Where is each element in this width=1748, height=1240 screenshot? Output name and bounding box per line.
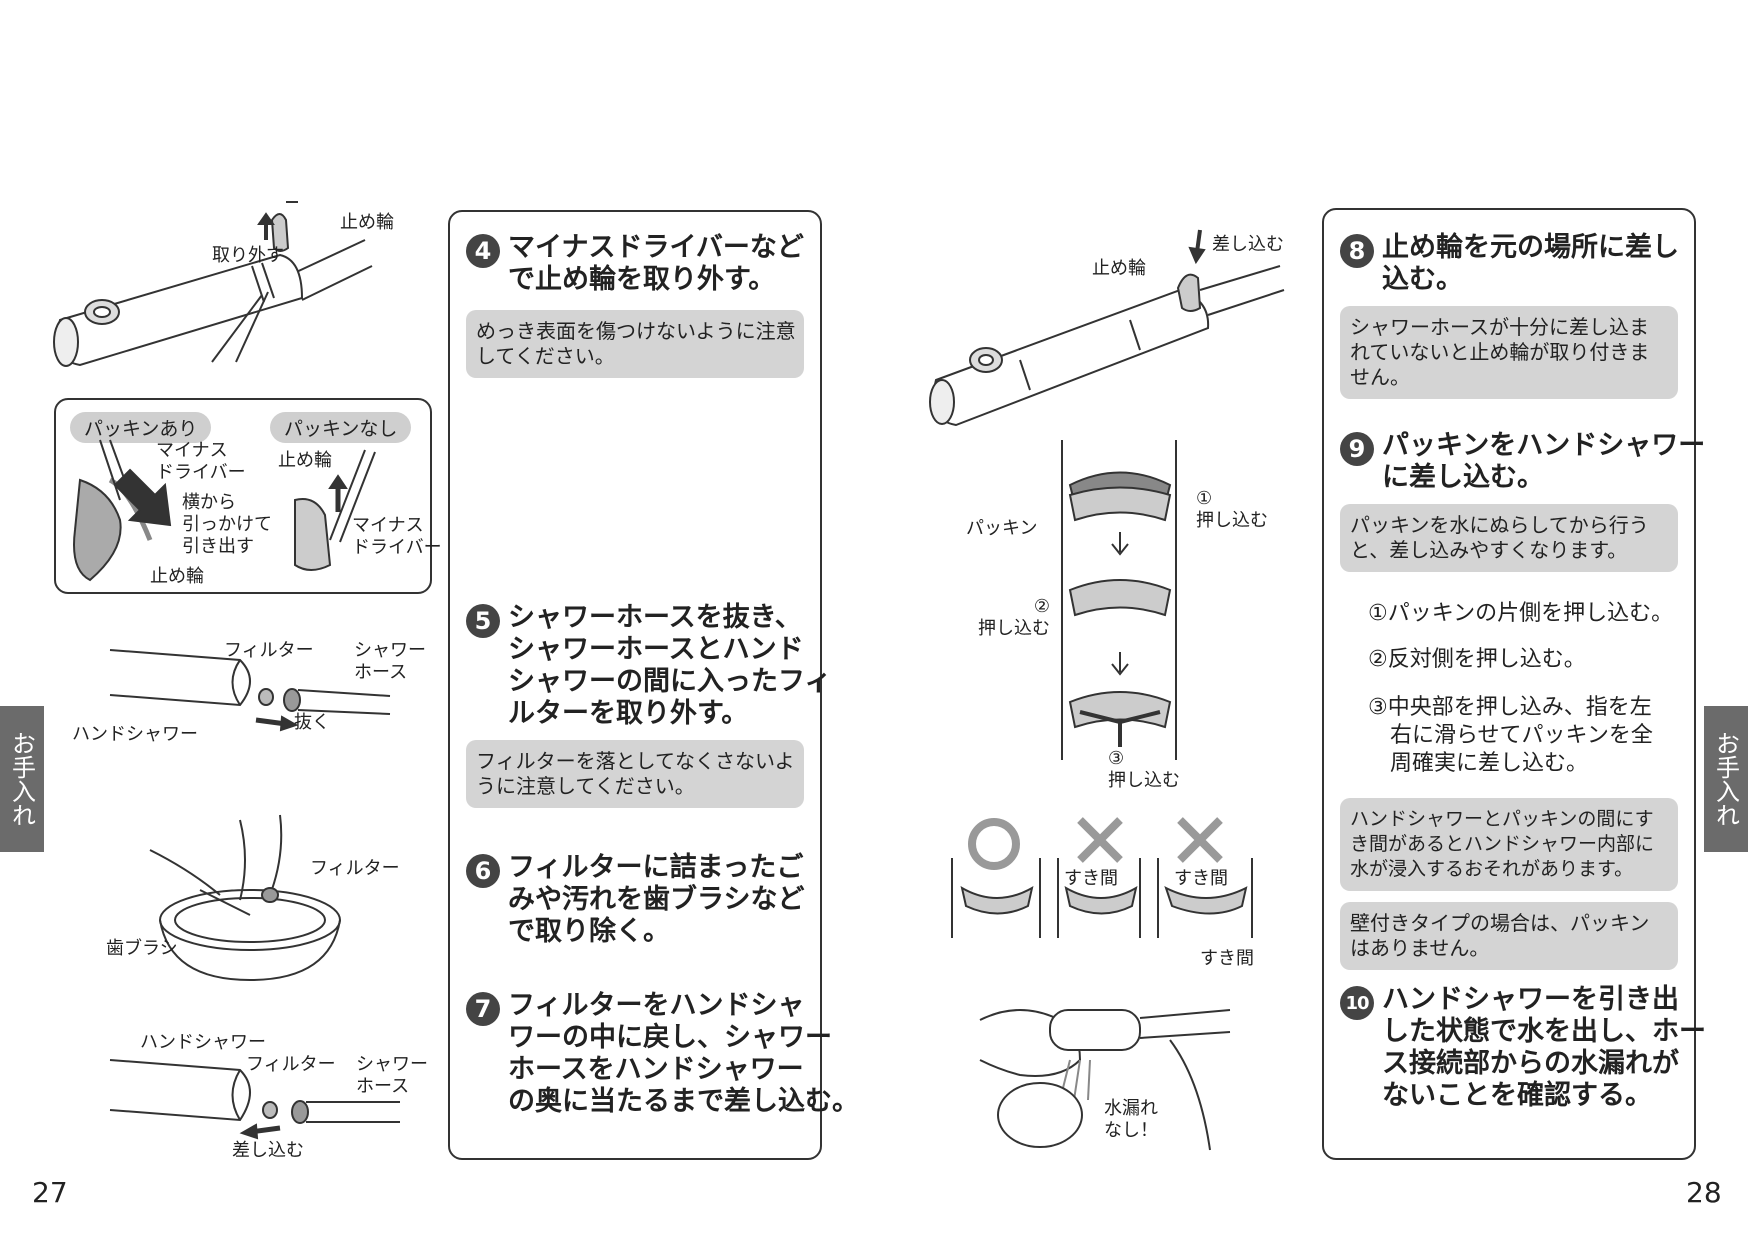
label-torihazusu: 取り外す	[212, 245, 284, 266]
step-6: 6 フィルターに詰まったご みや汚れを歯ブラシなど で取り除く。	[466, 852, 812, 948]
step-10: 10 ハンドシャワーを引き出 した状態で水を出し、ホー ス接続部からの水漏れが …	[1340, 984, 1706, 1112]
label-packing: パッキン	[966, 518, 1038, 539]
label-tomewa-bottom: 止め輪	[150, 566, 204, 587]
step-number-10: 10	[1340, 986, 1374, 1020]
label-driver-2: マイナス ドライバー	[352, 515, 442, 558]
step-number-5: 5	[466, 604, 500, 638]
label-yokokara: 横から 引っかけて 引き出す	[182, 492, 272, 557]
step-7: 7 フィルターをハンドシャ ワーの中に戻し、シャワー ホースをハンドシャワー の…	[466, 990, 859, 1118]
step-9-text: パッキンをハンドシャワー に差し込む。	[1382, 430, 1706, 493]
label-brush: 歯ブラシ	[106, 938, 178, 959]
label-filter-3: フィルター	[310, 858, 400, 879]
label-hose-4: シャワー ホース	[356, 1054, 428, 1097]
step-number-8: 8	[1340, 234, 1374, 268]
step-number-9: 9	[1340, 432, 1374, 466]
step-9-note: パッキンを水にぬらしてから行う と、差し込みやすくなります。	[1340, 504, 1678, 572]
page-number-right: 28	[1686, 1176, 1722, 1209]
label-gap-1: すき間	[1064, 868, 1118, 889]
label-filter-2: フィルター	[224, 640, 314, 661]
label-press-3: ③ 押し込む	[1108, 748, 1180, 791]
fig-check-packing	[951, 817, 1253, 938]
label-hose-2: シャワー ホース	[354, 640, 426, 683]
side-tab-left[interactable]: お手入れ	[0, 706, 44, 852]
step-4-text: マイナスドライバーなど で止め輪を取り外す。	[508, 232, 804, 295]
step-8-text: 止め輪を元の場所に差し 込む。	[1382, 232, 1679, 295]
inset-illustration	[73, 439, 376, 582]
label-sashikomu-4: 差し込む	[232, 1140, 304, 1161]
label-hand-4: ハンドシャワー	[140, 1032, 266, 1053]
fig-packing-steps	[1061, 440, 1177, 760]
step-6-text: フィルターに詰まったご みや汚れを歯ブラシなど で取り除く。	[508, 852, 805, 947]
fig-brush-clean	[149, 814, 341, 982]
label-sashikomu-top: 差し込む	[1212, 234, 1284, 255]
fig-pull-hose	[109, 649, 391, 732]
step-5-text: シャワーホースを抜き、 シャワーホースとハンド シャワーの間に入ったフィ ルター…	[508, 602, 832, 729]
label-filter-4: フィルター	[246, 1054, 336, 1075]
step-10-text: ハンドシャワーを引き出 した状態で水を出し、ホー ス接続部からの水漏れが ないこ…	[1382, 984, 1706, 1111]
step-number-4: 4	[466, 234, 500, 268]
leak-bubble: 水漏れ なし！	[1104, 1098, 1158, 1141]
fig-insert-hose	[109, 1059, 400, 1140]
page-number-left: 27	[32, 1176, 68, 1209]
step-5-note: フィルターを落としてなくさないよ うに注意してください。	[466, 740, 804, 808]
fig-insert-ring	[929, 229, 1285, 427]
label-press-1: ① 押し込む	[1196, 488, 1268, 531]
note-gap-warning: ハンドシャワーとパッキンの間にす き間があるとハンドシャワー内部に 水が浸入する…	[1340, 798, 1678, 891]
substep-2: ②反対側を押し込む。	[1368, 647, 1586, 672]
label-press-2: ② 押し込む	[978, 596, 1050, 639]
step-8-note: シャワーホースが十分に差し込ま れていないと止め輪が取り付きま せん。	[1340, 306, 1678, 399]
label-tomewa-inset-right: 止め輪	[278, 450, 332, 471]
pill-without-packing: パッキンなし	[270, 412, 412, 443]
note-wall-type: 壁付きタイプの場合は、パッキン はありません。	[1340, 902, 1678, 970]
step-8: 8 止め輪を元の場所に差し 込む。	[1340, 232, 1686, 296]
side-tab-right[interactable]: お手入れ	[1704, 706, 1748, 852]
step-7-text: フィルターをハンドシャ ワーの中に戻し、シャワー ホースをハンドシャワー の奥に…	[508, 990, 859, 1117]
inset-panel	[54, 398, 432, 594]
label-tomewa-right: 止め輪	[1092, 258, 1146, 279]
step-9: 9 パッキンをハンドシャワー に差し込む。	[1340, 430, 1705, 494]
step-4: 4 マイナスドライバーなど で止め輪を取り外す。	[466, 232, 812, 296]
step-number-6: 6	[466, 854, 500, 888]
label-driver-1: マイナス ドライバー	[156, 440, 246, 483]
substep-3: ③中央部を押し込み、指を左 右に滑らせてパッキンを全 周確実に差し込む。	[1368, 695, 1653, 776]
label-hand-2: ハンドシャワー	[72, 724, 198, 745]
step-5: 5 シャワーホースを抜き、 シャワーホースとハンド シャワーの間に入ったフィ ル…	[466, 602, 831, 730]
label-gap-3: すき間	[1200, 948, 1254, 969]
label-gap-2: すき間	[1174, 868, 1228, 889]
substep-1: ①パッキンの片側を押し込む。	[1368, 601, 1674, 626]
step-4-note: めっき表面を傷つけないように注意 してください。	[466, 310, 804, 378]
label-nuku: 抜く	[294, 712, 330, 733]
fig-remove-ring	[53, 201, 373, 367]
pill-with-packing: パッキンあり	[70, 412, 212, 443]
fig-leak-check	[979, 1009, 1231, 1151]
label-tomewa-top: 止め輪	[340, 212, 394, 233]
step-number-7: 7	[466, 992, 500, 1026]
